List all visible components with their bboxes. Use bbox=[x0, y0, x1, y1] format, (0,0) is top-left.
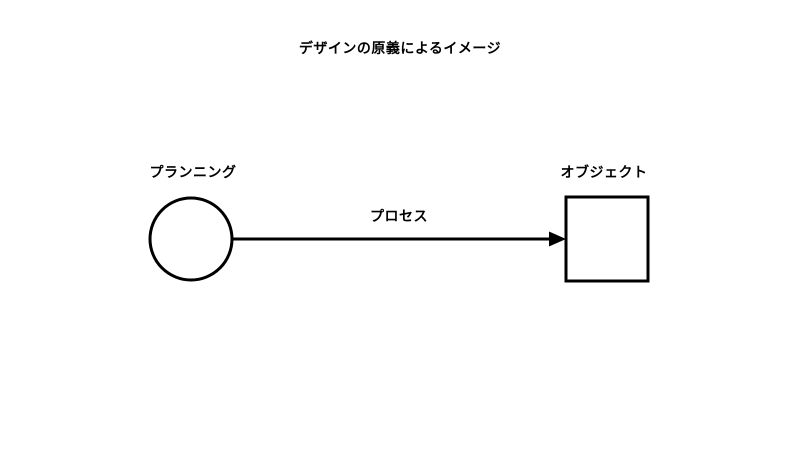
object-node-label: オブジェクト bbox=[560, 164, 648, 180]
diagram-title: デザインの原義によるイメージ bbox=[298, 40, 502, 56]
planning-node-label: プランニング bbox=[149, 164, 237, 180]
process-edge-label: プロセス bbox=[370, 208, 428, 224]
process-arrowhead-icon bbox=[549, 231, 566, 247]
planning-circle-shape bbox=[148, 196, 234, 282]
object-square-shape bbox=[564, 195, 650, 283]
